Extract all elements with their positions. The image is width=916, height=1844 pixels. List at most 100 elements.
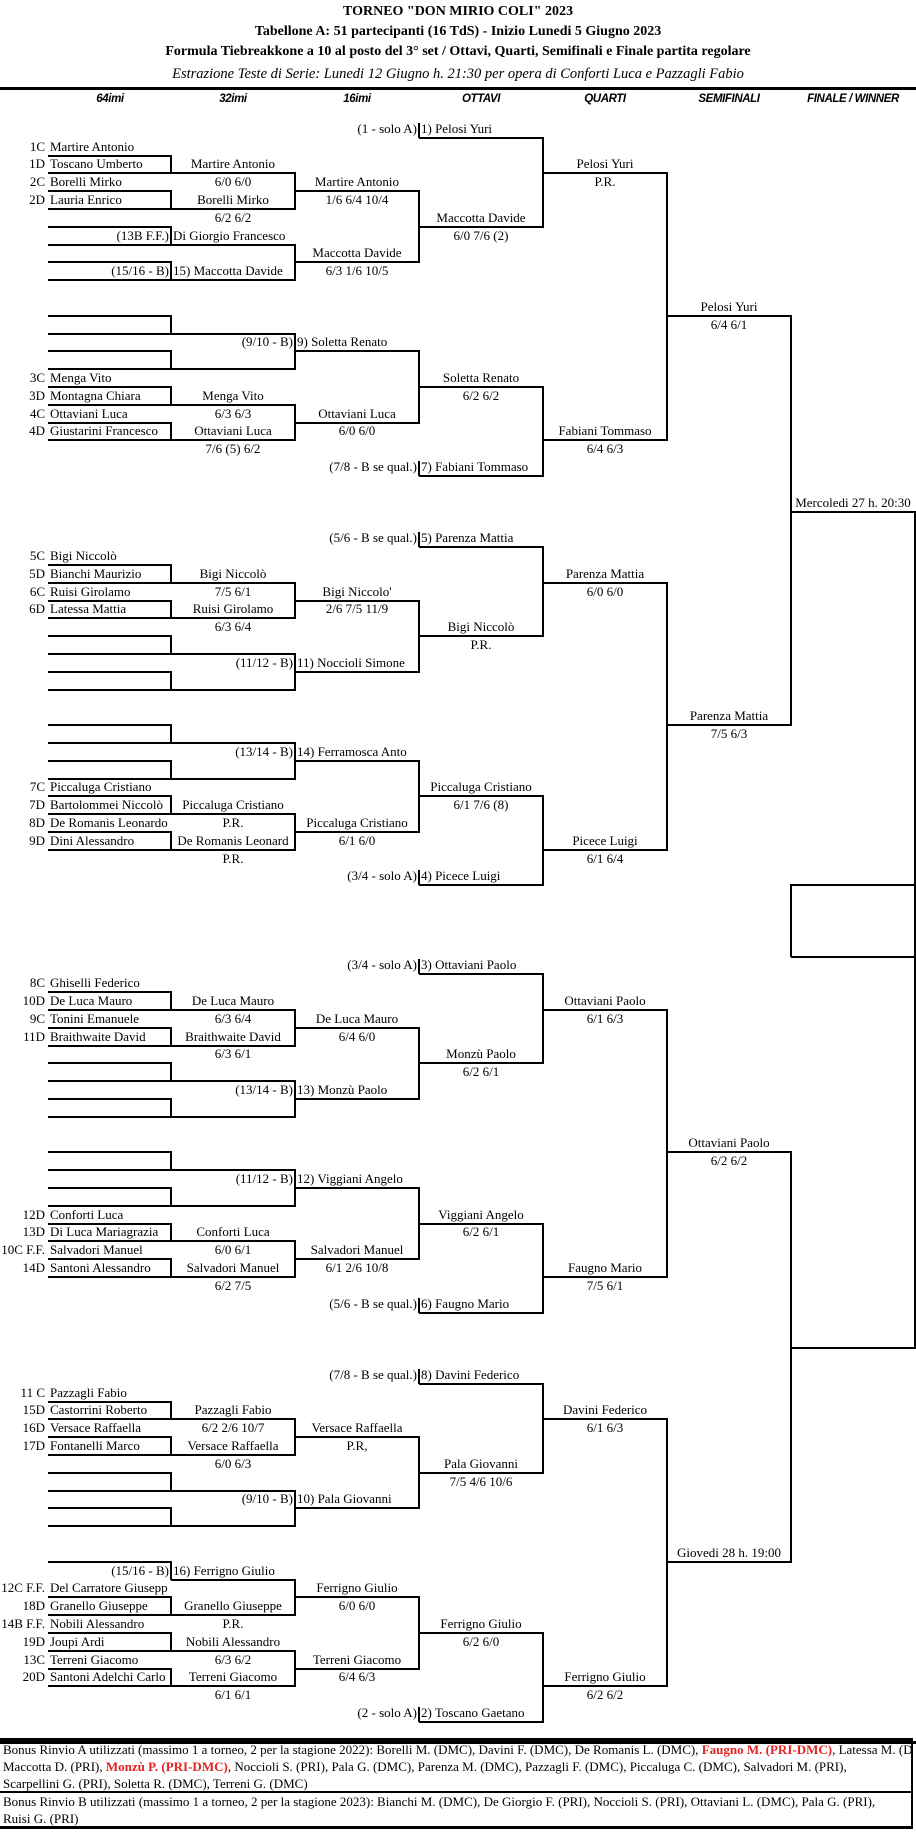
player-seed-code: 11 C	[20, 1384, 45, 1400]
player-name: Salvadori Manuel	[50, 1242, 143, 1258]
bracket-connector	[666, 581, 668, 851]
bracket-line	[48, 439, 296, 442]
ottavi-score: 6/0 7/6 (2)	[453, 227, 509, 243]
seed-cell-border	[418, 532, 420, 548]
bracket-connector	[170, 1026, 172, 1047]
bracket-connector	[170, 724, 172, 744]
semi-winner: Ottaviani Paolo	[688, 1135, 770, 1151]
r32-score: 6/3 6/2	[214, 1651, 252, 1667]
bracket-connector	[666, 1418, 668, 1688]
player-name: De Luca Mauro	[50, 992, 133, 1008]
seed-note: (11/12 - B)	[235, 654, 293, 670]
r16-score: 2/6 7/5 11/9	[325, 601, 389, 617]
ottavi-winner: Piccaluga Cristiano	[430, 779, 532, 795]
bonus-a-text: Scarpellini G. (PRI), Soletta R. (DMC), …	[3, 1776, 308, 1791]
bracket-connector	[170, 225, 172, 246]
bracket-line	[791, 510, 916, 513]
semi-score: 6/2 6/2	[710, 1153, 748, 1169]
bracket-line	[419, 1311, 544, 1314]
r32-score: 6/3 6/1	[214, 1046, 252, 1062]
r32-winner: Borelli Mirko	[197, 191, 269, 207]
bonus-a-text: , Noccioli S. (PRI), Pala G. (DMC), Pare…	[227, 1759, 847, 1774]
bracket-line	[295, 261, 420, 264]
player-seed-code: 20D	[22, 1669, 45, 1685]
bracket-line	[48, 617, 296, 620]
seed-cell-border	[418, 122, 420, 138]
bracket-line	[48, 1418, 296, 1421]
player-name: Lauria Enrico	[50, 191, 122, 207]
player-seed-code: 4C	[29, 405, 45, 421]
r32-score: P.R.	[222, 850, 244, 866]
bonus-a-highlight: Monzù P. (PRI-DMC)	[105, 1759, 228, 1774]
player-name: Dini Alessandro	[50, 832, 135, 848]
bracket-line	[543, 1275, 668, 1278]
r32-score: 7/6 (5) 6/2	[205, 441, 261, 457]
seeded-player-name: 14) Ferramosca Anto	[297, 743, 407, 759]
r16-score: 6/4 6/3	[338, 1669, 376, 1685]
bracket-line	[295, 830, 420, 833]
seeded-player-name: 9) Soletta Renato	[297, 334, 388, 350]
bracket-line	[48, 385, 172, 388]
bonus-a-text: Bonus Rinvio A utilizzati (massimo 1 a t…	[3, 1742, 702, 1757]
player-name: Martire Antonio	[50, 138, 135, 154]
player-seed-code: 16D	[22, 1420, 45, 1436]
bracket-connector	[170, 1436, 172, 1456]
column-header-finale: FINALE / WINNER	[807, 93, 899, 105]
r32-winner: Ruisi Girolamo	[192, 601, 274, 617]
bracket-connector	[170, 261, 172, 282]
bracket-connector	[170, 830, 172, 851]
bracket-line	[791, 884, 916, 887]
player-seed-code: 10D	[22, 992, 45, 1008]
player-seed-code: 12C F.F.	[1, 1580, 45, 1596]
bracket-connector	[170, 670, 172, 691]
bracket-connector	[170, 1507, 172, 1528]
quarti-winner: Davini Federico	[562, 1402, 648, 1418]
player-name: Ottaviani Luca	[50, 405, 128, 421]
r32-score: 7/5 6/1	[214, 583, 252, 599]
bonus-a-text: Maccotta D. (PRI),	[3, 1759, 106, 1774]
r32-score: 6/0 6/1	[214, 1242, 252, 1258]
seeded-player-name: 13) Monzù Paolo	[297, 1081, 388, 1097]
r32-score: P.R.	[222, 814, 244, 830]
seeded-player-name: 3) Ottaviani Paolo	[421, 957, 517, 973]
quarti-winner: Parenza Mattia	[565, 565, 645, 581]
seed-cell-border	[418, 870, 420, 886]
bracket-connector	[170, 1062, 172, 1083]
quarti-score: 6/1 6/4	[586, 850, 624, 866]
bracket-line	[295, 1258, 420, 1261]
bracket-line	[419, 973, 544, 976]
seeded-player-name: 15) Maccotta Davide	[173, 263, 283, 279]
bracket-line	[295, 190, 420, 193]
quarti-winner: Picece Luigi	[572, 832, 638, 848]
bracket-connector	[170, 154, 172, 175]
seed-note: (11/12 - B)	[235, 1170, 293, 1186]
semi-score: 6/4 6/1	[710, 316, 748, 332]
player-name: Borelli Mirko	[50, 174, 122, 190]
bracket-connector	[542, 1382, 544, 1474]
bonus-b-text: Bonus Rinvio B utilizzati (massimo 1 a t…	[3, 1794, 876, 1809]
seed-note: (5/6 - B se qual.)	[329, 1295, 417, 1311]
bracket-line	[295, 1097, 420, 1100]
player-name: Bartolommei Niccolò	[50, 797, 164, 813]
bracket-line	[48, 154, 172, 157]
player-seed-code: 15D	[22, 1402, 45, 1418]
r16-winner: Salvadori Manuel	[310, 1242, 404, 1258]
tournament-formula: Formula Tiebreakkone a 10 al posto del 3…	[165, 44, 751, 59]
bracket-connector	[542, 973, 544, 1065]
semi-score	[667, 1563, 791, 1579]
bracket-line	[543, 1418, 668, 1421]
ottavi-score: P.R.	[470, 636, 492, 652]
r32-score: 6/2 7/5	[214, 1277, 252, 1293]
bracket-line	[48, 1204, 296, 1207]
bracket-connector	[170, 350, 172, 371]
bracket-line	[419, 1062, 544, 1065]
ottavi-score: 6/1 7/6 (8)	[453, 797, 509, 813]
bracket-connector	[542, 546, 544, 638]
bracket-line	[48, 777, 296, 780]
player-name: Joupi Ardi	[50, 1633, 105, 1649]
bracket-line	[48, 670, 172, 673]
player-name: Tonini Emanuele	[50, 1010, 139, 1026]
r32-score: 6/3 6/4	[214, 619, 252, 635]
bracket-line	[48, 1560, 172, 1563]
player-name: Bigi Niccolò	[50, 547, 117, 563]
